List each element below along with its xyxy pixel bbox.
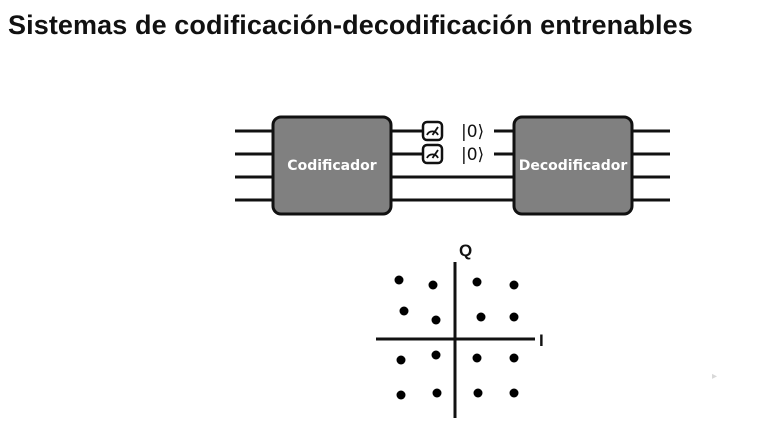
constellation-point (476, 312, 486, 322)
decoder-output-wires (631, 129, 670, 202)
i-axis-label: I (539, 331, 544, 350)
q-axis-label: Q (459, 241, 472, 260)
constellation-point (472, 277, 482, 287)
ket-wires (494, 129, 515, 156)
constellation-point (509, 280, 519, 290)
constellation-point (509, 388, 519, 398)
measurement-meter-icon (421, 143, 444, 165)
passthrough-wires (390, 175, 515, 202)
next-arrow-icon[interactable]: ▸ (712, 371, 718, 382)
constellation-point (431, 350, 441, 360)
constellation-point (473, 388, 483, 398)
constellation-point (432, 388, 442, 398)
decoder-label: Decodificador (519, 158, 628, 174)
constellation-point (394, 275, 404, 285)
encoder-box (271, 115, 393, 216)
measured-wires (390, 129, 423, 156)
constellation-point (396, 355, 406, 365)
constellation-point (396, 390, 406, 400)
constellation-point (509, 353, 519, 363)
constellation-point (431, 315, 441, 325)
encoder-label: Codificador (287, 158, 376, 174)
ket-zero-label: |0⟩ (461, 122, 484, 142)
constellation-points (394, 275, 519, 400)
encoder-input-wires (235, 129, 275, 202)
constellation-point (399, 306, 409, 316)
slide-title: Sistemas de codificación-decodificación … (8, 10, 693, 40)
constellation-point (472, 353, 482, 363)
constellation-point (428, 280, 438, 290)
measurement-meter-icon (421, 120, 444, 142)
ket-zero-label: |0⟩ (461, 145, 484, 165)
constellation-point (509, 312, 519, 322)
decoder-box (512, 115, 634, 216)
